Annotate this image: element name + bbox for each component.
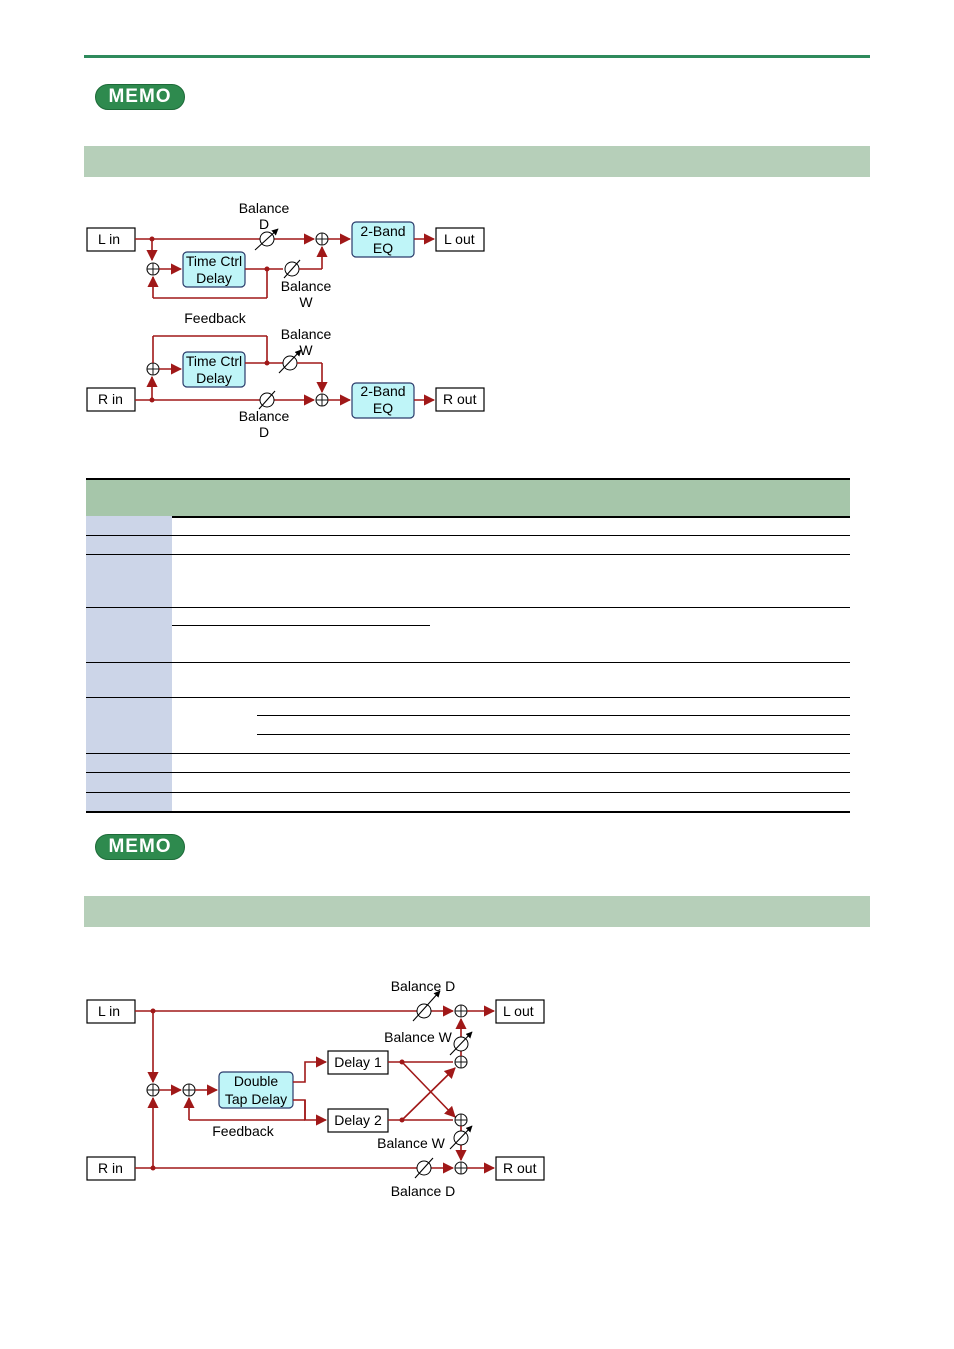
svg-text:Balance: Balance: [239, 200, 290, 216]
memo-badge: MEMO: [95, 84, 185, 110]
svg-text:Time Ctrl: Time Ctrl: [186, 253, 242, 269]
memo-badge-2: MEMO: [95, 834, 185, 860]
svg-text:L in: L in: [98, 1003, 120, 1019]
svg-text:Balance: Balance: [281, 326, 332, 342]
block-diagram-time-ctrl-delay: L in Time Ctrl Delay 2-Band EQ L out Bal…: [86, 200, 485, 440]
svg-text:Feedback: Feedback: [184, 310, 246, 326]
svg-text:Double: Double: [234, 1073, 279, 1089]
svg-text:R in: R in: [98, 1160, 123, 1176]
svg-text:Balance: Balance: [239, 408, 290, 424]
svg-text:Balance D: Balance D: [391, 1183, 456, 1199]
svg-text:EQ: EQ: [373, 240, 393, 256]
svg-text:Balance W: Balance W: [377, 1135, 445, 1151]
svg-text:2-Band: 2-Band: [360, 223, 405, 239]
section-header-bar: [84, 146, 870, 177]
svg-text:Balance: Balance: [281, 278, 332, 294]
top-rule: [84, 55, 870, 58]
svg-text:R out: R out: [503, 1160, 537, 1176]
svg-text:D: D: [259, 424, 269, 440]
l-out-box-2: [495, 999, 545, 1024]
svg-text:W: W: [299, 342, 313, 358]
svg-text:Delay: Delay: [196, 270, 232, 286]
svg-text:D: D: [259, 216, 269, 232]
svg-text:2-Band: 2-Band: [360, 383, 405, 399]
parameter-table-header: [86, 478, 850, 518]
r-out-box: [435, 387, 485, 412]
svg-text:L out: L out: [444, 231, 475, 247]
svg-text:Balance W: Balance W: [384, 1029, 452, 1045]
double-tap-delay: [218, 1071, 294, 1109]
parameter-table-name-column: [86, 516, 172, 812]
svg-text:Delay 1: Delay 1: [334, 1054, 382, 1070]
time-ctrl-delay-bot: [182, 351, 246, 388]
svg-text:Time Ctrl: Time Ctrl: [186, 353, 242, 369]
svg-text:R in: R in: [98, 391, 123, 407]
svg-text:R out: R out: [443, 391, 477, 407]
svg-text:Feedback: Feedback: [212, 1123, 274, 1139]
l-out-box: [435, 227, 485, 252]
svg-text:Balance D: Balance D: [391, 978, 456, 994]
l-in-label: L in: [98, 231, 120, 247]
svg-text:Delay 2: Delay 2: [334, 1112, 382, 1128]
svg-text:Tap Delay: Tap Delay: [225, 1091, 287, 1107]
svg-text:L out: L out: [503, 1003, 534, 1019]
svg-text:W: W: [299, 294, 313, 310]
section-header-bar-2: [84, 896, 870, 927]
svg-text:Delay: Delay: [196, 370, 232, 386]
svg-text:EQ: EQ: [373, 400, 393, 416]
block-diagram-double-tap-delay: L in R in L out R out Double Tap Delay D…: [86, 978, 545, 1199]
r-out-box-2: [495, 1156, 545, 1181]
